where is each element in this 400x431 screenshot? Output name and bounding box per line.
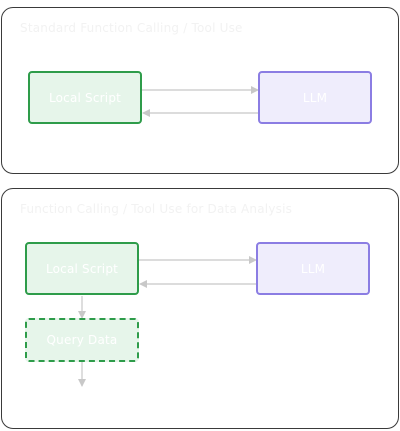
node-label: LLM — [302, 90, 328, 105]
node-label: LLM — [300, 261, 326, 276]
panel1-arrows — [142, 86, 259, 117]
data-analysis-flow-panel: Function Calling / Tool Use for Data Ana… — [1, 188, 399, 429]
panel2-arrows — [78, 256, 257, 387]
query-data-node: Query Data — [25, 318, 139, 362]
local-script-node: Local Script — [25, 242, 139, 295]
llm-node: LLM — [256, 242, 370, 295]
node-label: Query Data — [46, 333, 118, 347]
standard-flow-panel: Standard Function Calling / Tool Use Loc… — [1, 7, 399, 174]
node-label: Local Script — [45, 261, 119, 276]
llm-node: LLM — [258, 71, 372, 124]
node-label: Local Script — [48, 90, 122, 105]
panel-title: Function Calling / Tool Use for Data Ana… — [20, 202, 293, 216]
local-script-node: Local Script — [28, 71, 142, 124]
panel-title: Standard Function Calling / Tool Use — [20, 21, 243, 35]
